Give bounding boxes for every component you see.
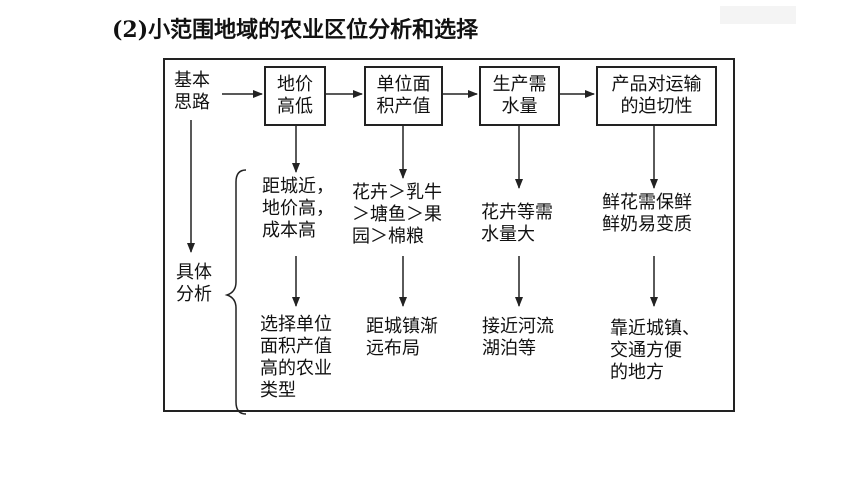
- label-specific-analysis: 具体 分析: [176, 262, 212, 305]
- label-basic-approach: 基本 思路: [174, 70, 210, 113]
- analysis-transport: 鲜花需保鲜 鲜奶易变质: [602, 192, 692, 235]
- analysis-output-ranking: 花卉＞乳牛 ＞塘鱼＞果 园＞棉粮: [352, 182, 442, 247]
- result-water: 接近河流 湖泊等: [482, 316, 554, 359]
- result-output: 距城镇渐 远布局: [366, 316, 438, 359]
- result-land-price: 选择单位 面积产值 高的农业 类型: [260, 314, 332, 401]
- analysis-land-price: 距城近， 地价高， 成本高: [262, 176, 334, 241]
- corner-shade: [720, 6, 796, 24]
- page-title: (2)小范围地域的农业区位分析和选择: [112, 17, 479, 43]
- brace: [224, 169, 247, 415]
- analysis-water: 花卉等需 水量大: [481, 202, 553, 245]
- box-land-price: 地价 高低: [264, 66, 326, 126]
- box-output-per-area: 单位面 积产值: [364, 66, 443, 126]
- diagram-frame: [163, 58, 735, 412]
- result-transport: 靠近城镇、 交通方便 的地方: [610, 318, 700, 383]
- box-water-demand: 生产需 水量: [479, 66, 560, 126]
- box-transport-urgency: 产品对运输 的迫切性: [596, 66, 717, 126]
